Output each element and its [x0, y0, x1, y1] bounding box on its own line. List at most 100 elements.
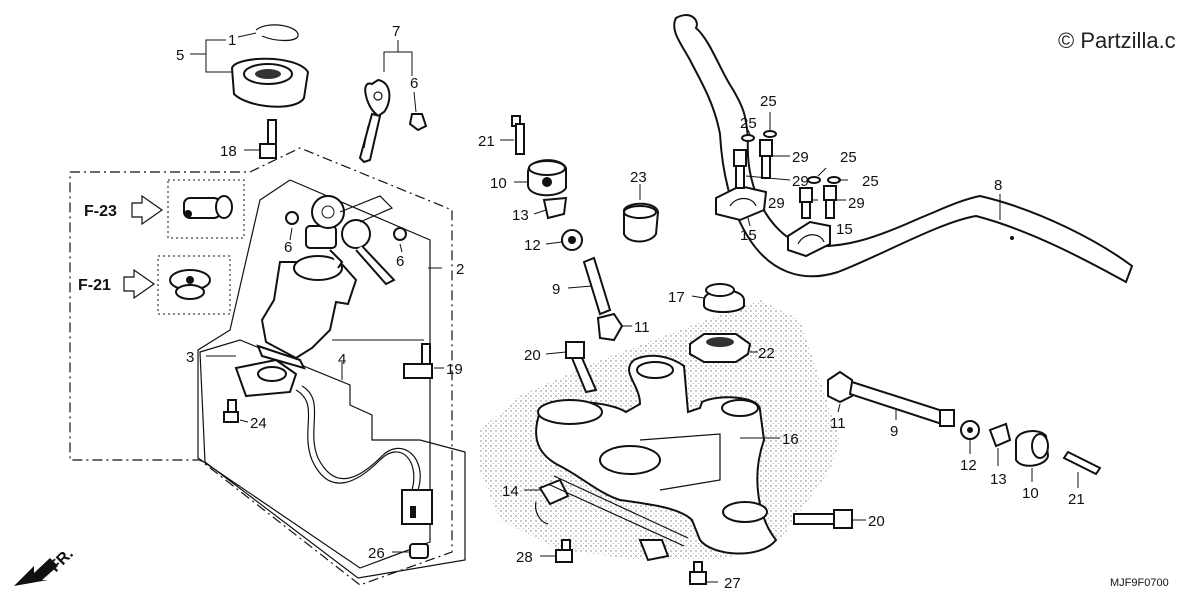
clip-13-right-part — [988, 422, 1012, 448]
ignition-switch-part — [256, 195, 396, 370]
ignition-cover-part — [230, 57, 310, 108]
bolt-21-right-part — [1062, 450, 1102, 476]
rubber-12-right-part — [960, 420, 980, 440]
callout-9-top: 9 — [552, 281, 560, 298]
ignition-switch-boundary — [197, 179, 431, 569]
f23-arrow-icon — [131, 194, 164, 226]
callout-29-b: 29 — [792, 173, 809, 190]
key-part — [358, 78, 391, 164]
clip-13-top-part — [542, 196, 568, 220]
callout-3: 3 — [186, 349, 194, 366]
bolt-21-top-part — [511, 115, 525, 155]
callout-7: 7 — [392, 23, 400, 40]
callout-24: 24 — [250, 415, 267, 432]
f23-reference-box — [167, 179, 245, 239]
callout-15-lower: 15 — [836, 221, 853, 238]
bolt-20-right-part — [793, 509, 853, 529]
washer-6-right-part — [393, 227, 407, 241]
holder-15-lower-part — [787, 220, 831, 258]
callout-6-top: 6 — [410, 75, 418, 92]
screw-27-part — [689, 561, 707, 585]
bolt-29-b-part — [759, 139, 773, 179]
washer-25-b-part — [763, 130, 777, 138]
shaft-9-right-part — [848, 380, 955, 428]
f21-reference-box — [157, 255, 231, 315]
callout-25-b: 25 — [740, 115, 757, 132]
callout-12-top: 12 — [524, 237, 541, 254]
callout-25-d: 25 — [862, 173, 879, 190]
callout-10-top: 10 — [490, 175, 507, 192]
callout-13-top: 13 — [512, 207, 529, 224]
callout-11-top: 11 — [634, 319, 650, 336]
callout-25-a: 25 — [760, 93, 777, 110]
callout-29-a: 29 — [792, 149, 809, 166]
screw-19-part — [403, 343, 433, 379]
weight-10-right-part — [1015, 430, 1050, 467]
wire-harness-boundary — [199, 339, 466, 579]
callout-13-right: 13 — [990, 471, 1007, 488]
switch-harness-part — [234, 358, 433, 525]
callout-10-right: 10 — [1022, 485, 1039, 502]
f23-reference-label: F-23 — [84, 203, 117, 220]
callout-20-top: 20 — [524, 347, 541, 364]
band-23-part — [623, 202, 660, 243]
shaft-9-top-part — [582, 256, 612, 316]
washer-6-left-part — [285, 211, 299, 225]
callout-29-c: 29 — [768, 195, 785, 212]
bolt-29-a-part — [733, 149, 747, 189]
circlip-part — [255, 24, 299, 42]
ignition-assembly-boundary — [69, 147, 453, 586]
callout-6-left: 6 — [284, 239, 292, 256]
rubber-12-top-part — [561, 229, 583, 251]
callout-14: 14 — [502, 483, 519, 500]
callout-11-right: 11 — [830, 415, 846, 432]
front-direction-arrow-icon — [14, 558, 58, 586]
screw-24-part — [223, 399, 239, 423]
bolt-20-top-part — [565, 341, 598, 394]
callout-9-right: 9 — [890, 423, 898, 440]
callout-5: 5 — [176, 47, 184, 64]
callout-25-c: 25 — [840, 149, 857, 166]
screw-28-part — [555, 539, 573, 563]
bolt-29-d-part — [823, 185, 837, 219]
callout-17: 17 — [668, 289, 685, 306]
bracket-14-part — [535, 475, 689, 562]
callout-29-d: 29 — [848, 195, 865, 212]
callout-16: 16 — [782, 431, 799, 448]
watermark-text: © Partzilla.c — [1058, 28, 1176, 53]
callout-26: 26 — [368, 545, 385, 562]
washer-6-top-part — [408, 113, 428, 132]
nut-22-part — [689, 333, 752, 363]
callout-6-right: 6 — [396, 253, 404, 270]
weight-10-top-part — [527, 159, 567, 197]
f21-arrow-icon — [123, 268, 156, 300]
diagram-code: MJF9F0700 — [1110, 577, 1169, 589]
callout-27: 27 — [724, 575, 741, 592]
nut-11-top-part — [596, 312, 624, 342]
washer-25-c-part — [807, 176, 821, 184]
nut-26-part — [409, 543, 429, 559]
handlebar-part — [673, 14, 1134, 284]
callout-21-top: 21 — [478, 133, 495, 150]
callout-1: 1 — [228, 32, 236, 49]
cap-17-part — [703, 283, 745, 313]
f23-lock-cylinder-part — [183, 195, 233, 219]
callout-4: 4 — [338, 351, 346, 368]
callout-2: 2 — [456, 261, 464, 278]
screw-18-part — [259, 119, 277, 159]
callout-8: 8 — [994, 177, 1002, 194]
top-bridge-part — [535, 354, 778, 555]
callout-15-upper: 15 — [740, 227, 757, 244]
callout-23: 23 — [630, 169, 647, 186]
callout-22: 22 — [758, 345, 775, 362]
callout-12-right: 12 — [960, 457, 977, 474]
f21-cap-part — [169, 269, 211, 300]
callout-20-right: 20 — [868, 513, 885, 530]
nut-11-right-part — [827, 370, 853, 404]
callout-19: 19 — [446, 361, 463, 378]
callout-21-right: 21 — [1068, 491, 1085, 508]
callout-28: 28 — [516, 549, 533, 566]
washer-25-a-part — [741, 134, 755, 142]
bolt-29-c-part — [799, 187, 813, 219]
